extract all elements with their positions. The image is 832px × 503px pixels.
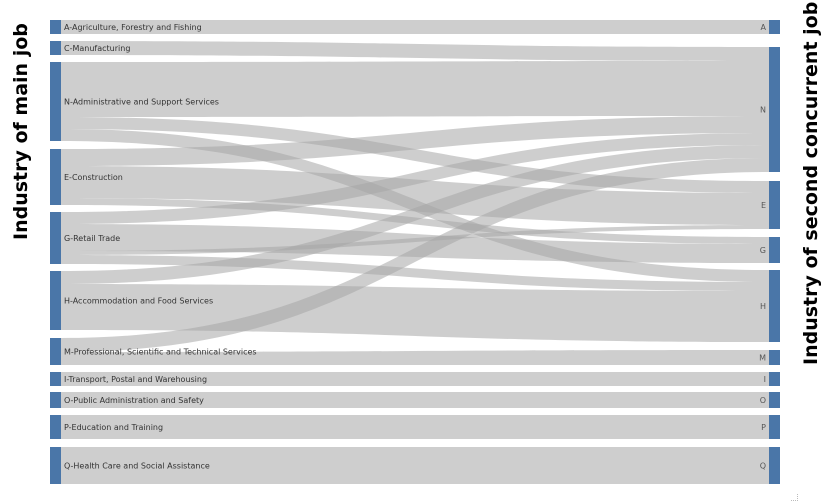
right-node-label-Q: Q <box>760 462 766 471</box>
left-node-C[interactable] <box>50 41 61 55</box>
left-node-E[interactable] <box>50 149 61 205</box>
link-M-to-N[interactable] <box>61 158 769 352</box>
right-node-O[interactable] <box>769 392 780 408</box>
right-node-A[interactable] <box>769 20 780 34</box>
right-node-label-P: P <box>761 423 766 432</box>
right-node-label-H: H <box>760 302 766 311</box>
right-node-label-O: O <box>760 396 766 405</box>
left-node-P[interactable] <box>50 415 61 439</box>
sankey-nodes <box>50 20 780 484</box>
link-H-to-N[interactable] <box>61 145 769 284</box>
left-node-label-C: C-Manufacturing <box>64 44 130 53</box>
link-C-to-N[interactable] <box>61 41 769 61</box>
left-node-N[interactable] <box>50 62 61 141</box>
sankey-labels: A-Agriculture, Forestry and FishingC-Man… <box>64 23 767 471</box>
right-node-G[interactable] <box>769 237 780 263</box>
left-node-H[interactable] <box>50 271 61 330</box>
left-node-label-E: E-Construction <box>64 173 123 182</box>
right-node-I[interactable] <box>769 372 780 386</box>
sankey-links <box>61 20 769 484</box>
link-I-to-I[interactable] <box>61 372 769 386</box>
right-node-label-I: I <box>764 375 766 384</box>
right-node-label-N: N <box>760 106 766 115</box>
link-Q-to-Q[interactable] <box>61 447 769 484</box>
right-node-label-G: G <box>760 246 766 255</box>
right-node-label-M: M <box>759 354 766 363</box>
left-node-label-I: I-Transport, Postal and Warehousing <box>64 375 207 384</box>
left-node-label-H: H-Accommodation and Food Services <box>64 297 213 306</box>
link-G-to-N[interactable] <box>61 133 769 224</box>
link-M-to-M[interactable] <box>61 350 769 365</box>
link-E-to-N[interactable] <box>61 116 769 166</box>
right-node-N[interactable] <box>769 47 780 172</box>
link-N-to-E[interactable] <box>61 117 769 193</box>
right-node-M[interactable] <box>769 350 780 365</box>
left-node-Q[interactable] <box>50 447 61 484</box>
link-N-to-N[interactable] <box>61 61 769 117</box>
left-node-label-A: A-Agriculture, Forestry and Fishing <box>64 23 202 32</box>
right-node-Q[interactable] <box>769 447 780 484</box>
link-E-to-E[interactable] <box>61 166 769 225</box>
left-node-I[interactable] <box>50 372 61 386</box>
link-G-to-G[interactable] <box>61 224 769 263</box>
link-O-to-O[interactable] <box>61 392 769 408</box>
link-A-to-A[interactable] <box>61 20 769 34</box>
resize-grip-icon[interactable] <box>791 494 798 501</box>
link-P-to-P[interactable] <box>61 415 769 439</box>
right-node-label-E: E <box>761 201 766 210</box>
right-node-P[interactable] <box>769 415 780 439</box>
left-node-label-Q: Q-Health Care and Social Assistance <box>64 462 210 471</box>
left-node-label-N: N-Administrative and Support Services <box>64 98 219 107</box>
left-node-O[interactable] <box>50 392 61 408</box>
right-node-E[interactable] <box>769 181 780 229</box>
right-node-label-A: A <box>761 23 767 32</box>
right-node-H[interactable] <box>769 270 780 342</box>
left-node-label-G: G-Retail Trade <box>64 234 120 243</box>
left-node-A[interactable] <box>50 20 61 34</box>
left-node-M[interactable] <box>50 338 61 365</box>
left-node-G[interactable] <box>50 212 61 264</box>
left-node-label-M: M-Professional, Scientific and Technical… <box>64 348 257 357</box>
link-G-to-E[interactable] <box>61 225 769 255</box>
left-node-label-O: O-Public Administration and Safety <box>64 396 204 405</box>
left-node-label-P: P-Education and Training <box>64 423 163 432</box>
